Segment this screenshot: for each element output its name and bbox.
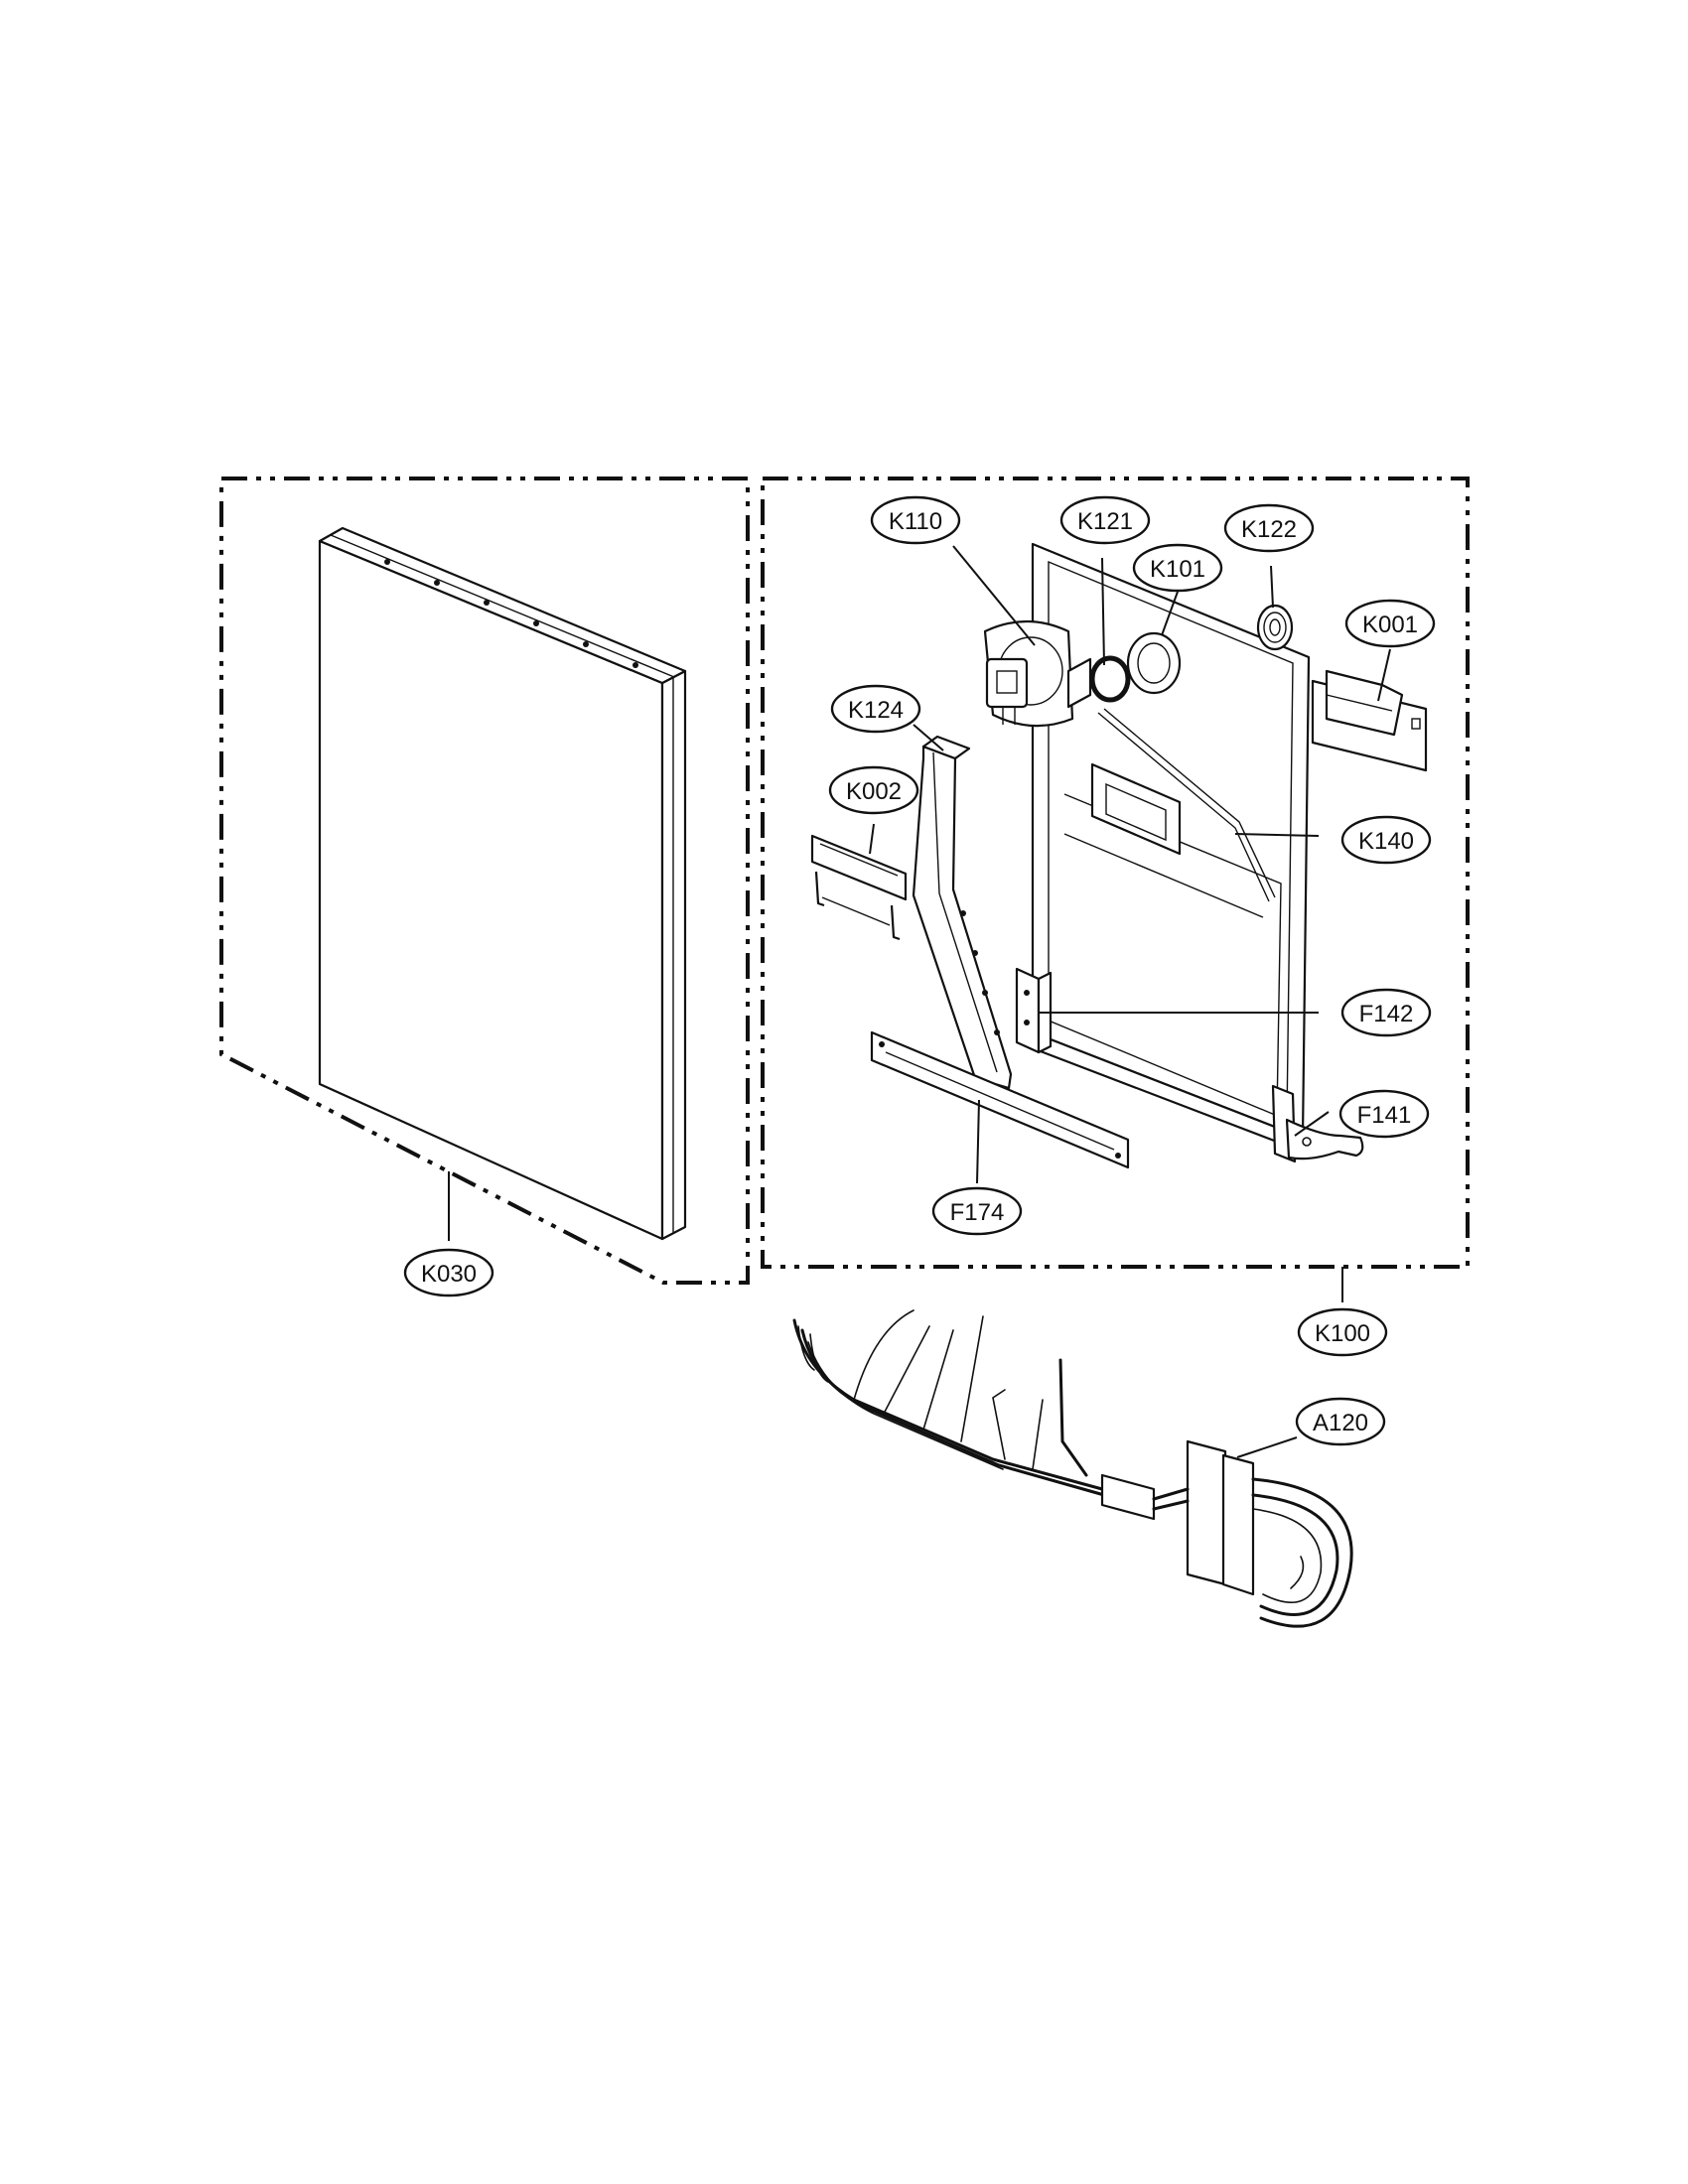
svg-text:K110: K110 bbox=[889, 508, 942, 535]
hinge-bracket-right bbox=[1271, 1084, 1364, 1163]
inner-door-group bbox=[761, 477, 1470, 1269]
svg-text:K001: K001 bbox=[1362, 612, 1418, 638]
control-module bbox=[1311, 669, 1428, 772]
callout-k101: K101 bbox=[1132, 543, 1223, 593]
callout-f141: F141 bbox=[1338, 1089, 1430, 1139]
callout-k110: K110 bbox=[870, 495, 961, 545]
svg-text:A120: A120 bbox=[1313, 1410, 1368, 1436]
callout-k121: K121 bbox=[1059, 495, 1151, 545]
callout-k140: K140 bbox=[1340, 815, 1432, 865]
outer-door-group bbox=[219, 477, 750, 1285]
svg-text:F174: F174 bbox=[950, 1199, 1005, 1226]
svg-text:K124: K124 bbox=[848, 697, 904, 724]
callout-k030: K030 bbox=[403, 1248, 494, 1297]
callout-k124: K124 bbox=[830, 684, 921, 734]
svg-text:K100: K100 bbox=[1315, 1320, 1370, 1347]
svg-text:K101: K101 bbox=[1150, 556, 1205, 583]
svg-text:K030: K030 bbox=[421, 1261, 477, 1288]
svg-text:F142: F142 bbox=[1359, 1001, 1414, 1027]
callout-k100: K100 bbox=[1297, 1307, 1388, 1357]
callout-f174: F174 bbox=[931, 1186, 1023, 1236]
svg-text:F141: F141 bbox=[1357, 1102, 1412, 1129]
bracket-seal bbox=[810, 834, 908, 941]
trim-strip bbox=[870, 1030, 1130, 1169]
callout-f142: F142 bbox=[1340, 988, 1432, 1037]
svg-text:K002: K002 bbox=[846, 778, 902, 805]
callout-a120: A120 bbox=[1295, 1397, 1386, 1446]
svg-text:K140: K140 bbox=[1358, 828, 1414, 855]
vent-fan-assembly bbox=[983, 619, 1092, 728]
k100-group-boundary bbox=[761, 477, 1470, 1269]
wire-harness bbox=[792, 1309, 1353, 1628]
callout-k122: K122 bbox=[1223, 503, 1315, 553]
leader-lines bbox=[448, 545, 1391, 1458]
outer-door-panel bbox=[318, 526, 687, 1241]
grommet bbox=[1256, 604, 1294, 651]
hinge-bracket-left bbox=[1015, 967, 1053, 1054]
k030-group-boundary bbox=[219, 477, 750, 1285]
inner-door-liner bbox=[1031, 542, 1311, 1154]
callout-k001: K001 bbox=[1344, 599, 1436, 648]
vent-gasket-ring bbox=[1089, 655, 1131, 703]
svg-text:K122: K122 bbox=[1241, 516, 1297, 543]
callout-k002: K002 bbox=[828, 765, 919, 815]
tie-rod bbox=[1097, 708, 1276, 902]
svg-text:K121: K121 bbox=[1077, 508, 1133, 535]
vent-duct bbox=[912, 735, 1013, 1090]
